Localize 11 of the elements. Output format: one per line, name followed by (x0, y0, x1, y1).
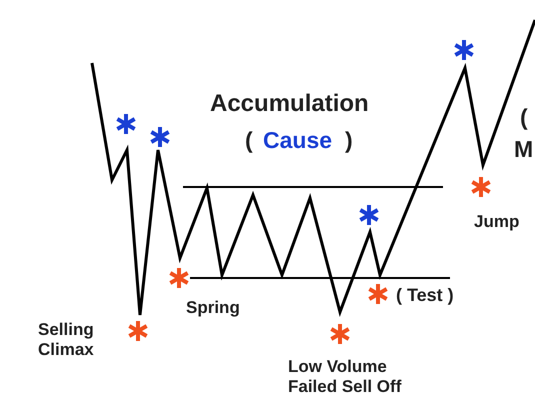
heading: Accumulation (210, 90, 369, 119)
event-label: Spring (186, 298, 240, 318)
cause-label: Cause (263, 127, 332, 155)
event-label: ( Test ) (396, 285, 454, 307)
event-label: Low Volume Failed Sell Off (288, 357, 402, 398)
event-label: Selling Climax (38, 320, 95, 361)
cut-off-letter: M (514, 136, 534, 164)
parenthesis: ( (520, 104, 528, 132)
event-label: Jump (474, 212, 520, 232)
parenthesis: ( (245, 127, 253, 155)
parenthesis: ) (345, 127, 353, 155)
